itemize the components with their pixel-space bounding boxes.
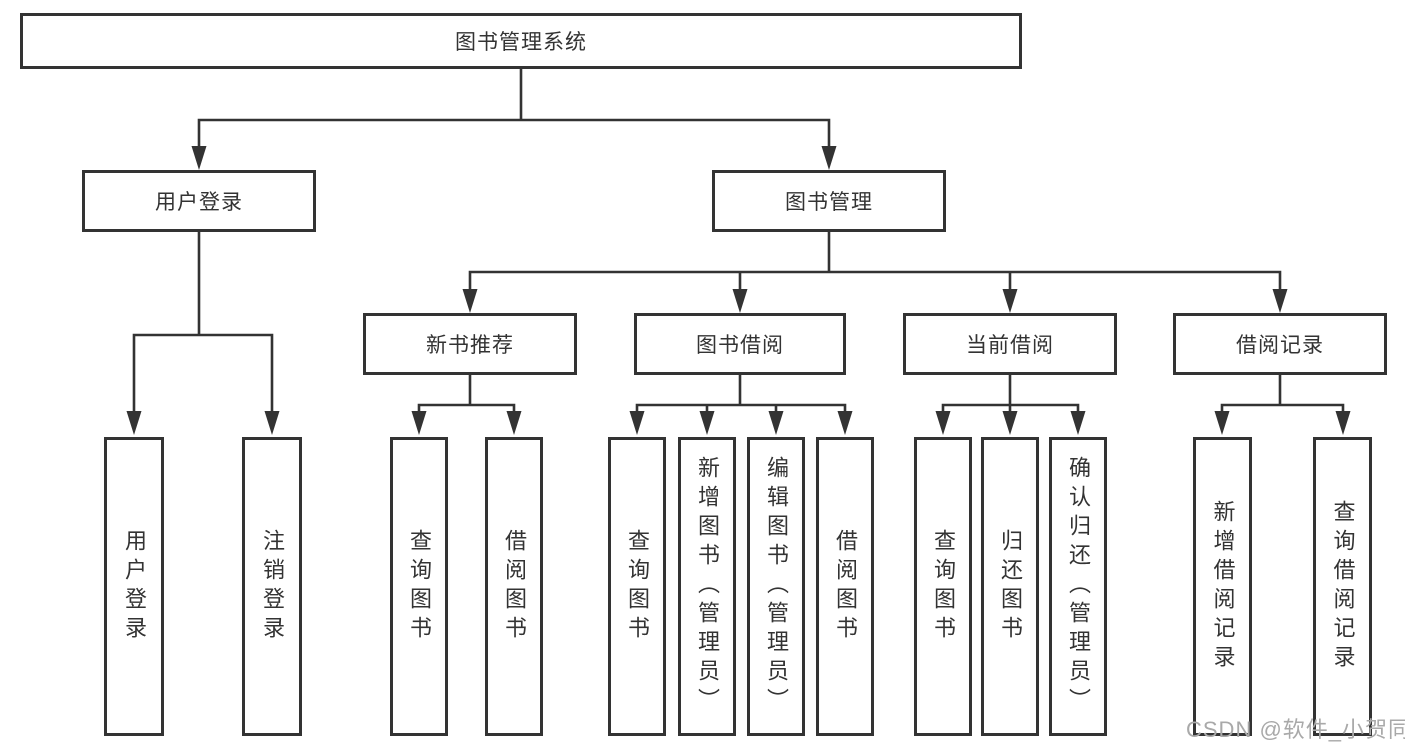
arrow-down-icon: [768, 411, 784, 435]
leaf-current-return-books-label: 归还图书: [998, 528, 1023, 645]
arrow-down-icon: [837, 411, 853, 435]
node-current-borrow-label: 当前借阅: [966, 334, 1054, 357]
leaf-borrow-add-books-admin-label: 新增图书（管理员）: [695, 456, 720, 717]
leaf-recommend-borrow-books: 借阅图书: [485, 437, 543, 736]
arrow-down-icon: [1070, 411, 1086, 435]
arrow-down-icon: [191, 146, 207, 170]
arrow-down-icon: [821, 146, 837, 170]
tree-edges: [132, 67, 1345, 418]
leaf-current-query-books: 查询图书: [914, 437, 972, 736]
node-borrow-records-label: 借阅记录: [1236, 334, 1324, 357]
leaf-records-add-record-label: 新增借阅记录: [1210, 499, 1236, 674]
node-root: 图书管理系统: [20, 13, 1022, 69]
leaf-records-query-record-label: 查询借阅记录: [1330, 499, 1356, 674]
node-new-book-recommend: 新书推荐: [363, 313, 577, 375]
leaf-borrow-query-books: 查询图书: [608, 437, 666, 736]
leaf-recommend-query-books-label: 查询图书: [407, 528, 432, 645]
arrow-down-icon: [1002, 411, 1018, 435]
leaf-records-add-record: 新增借阅记录: [1193, 437, 1252, 736]
node-new-book-recommend-label: 新书推荐: [426, 334, 514, 357]
leaf-borrow-edit-books-admin-label: 编辑图书（管理员）: [764, 456, 789, 717]
arrow-down-icon: [126, 411, 142, 435]
arrow-down-icon: [506, 411, 522, 435]
leaf-current-query-books-label: 查询图书: [931, 528, 956, 645]
leaf-logout: 注销登录: [242, 437, 302, 736]
arrow-down-icon: [411, 411, 427, 435]
node-user-login-label: 用户登录: [155, 191, 243, 214]
node-user-login: 用户登录: [82, 170, 316, 232]
leaf-current-confirm-return-admin-label: 确认归还（管理员）: [1066, 456, 1091, 717]
arrow-down-icon: [629, 411, 645, 435]
node-book-management-label: 图书管理: [785, 191, 873, 214]
arrow-down-icon: [1214, 411, 1230, 435]
leaf-current-return-books: 归还图书: [981, 437, 1039, 736]
leaf-borrow-borrow-books: 借阅图书: [816, 437, 874, 736]
arrow-down-icon: [264, 411, 280, 435]
leaf-current-confirm-return-admin: 确认归还（管理员）: [1049, 437, 1107, 736]
node-borrow-records: 借阅记录: [1173, 313, 1387, 375]
arrow-down-icon: [1335, 411, 1351, 435]
node-book-borrow-label: 图书借阅: [696, 334, 784, 357]
node-book-borrow: 图书借阅: [634, 313, 846, 375]
arrow-down-icon: [732, 289, 748, 313]
leaf-borrow-borrow-books-label: 借阅图书: [833, 528, 858, 645]
node-book-management: 图书管理: [712, 170, 946, 232]
arrow-down-icon: [699, 411, 715, 435]
node-current-borrow: 当前借阅: [903, 313, 1117, 375]
leaf-recommend-query-books: 查询图书: [390, 437, 448, 736]
leaf-borrow-query-books-label: 查询图书: [625, 528, 650, 645]
leaf-recommend-borrow-books-label: 借阅图书: [502, 528, 527, 645]
arrow-down-icon: [1272, 289, 1288, 313]
leaf-user-login-label: 用户登录: [122, 528, 147, 645]
arrow-down-icon: [935, 411, 951, 435]
arrow-down-icon: [462, 289, 478, 313]
arrow-down-icons: [126, 146, 1351, 435]
leaf-user-login: 用户登录: [104, 437, 164, 736]
leaf-logout-label: 注销登录: [260, 528, 285, 645]
csdn-watermark: CSDN @软件_小贺同学: [1186, 717, 1405, 742]
leaf-records-query-record: 查询借阅记录: [1313, 437, 1372, 736]
leaf-borrow-edit-books-admin: 编辑图书（管理员）: [747, 437, 805, 736]
leaf-borrow-add-books-admin: 新增图书（管理员）: [678, 437, 736, 736]
node-root-label: 图书管理系统: [455, 31, 587, 54]
arrow-down-icon: [1002, 289, 1018, 313]
